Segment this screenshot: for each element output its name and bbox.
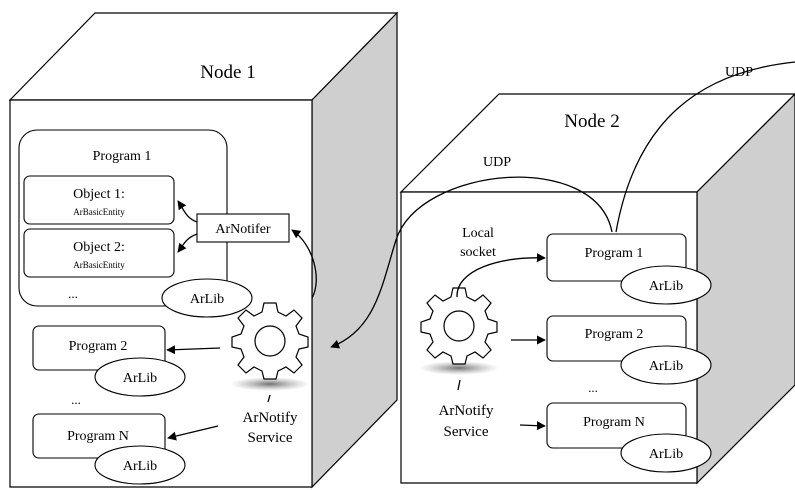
node2-service-line1: ArNotify xyxy=(439,403,494,419)
node2-programN-arlib-label: ArLib xyxy=(649,447,683,462)
node1-title: Node 1 xyxy=(200,62,255,83)
node1-notifer-to-object1-arrow xyxy=(177,200,198,223)
node1-object2-box xyxy=(23,228,175,278)
node1-notifer-to-object2-arrow xyxy=(177,233,198,253)
node1-object1-name: Object 1: xyxy=(73,187,125,202)
node2-gear-to-service-tick xyxy=(457,379,461,391)
node1-programs-dots: ... xyxy=(71,392,81,407)
node1-object1-box xyxy=(23,175,175,225)
node2-program2-arlib xyxy=(620,345,712,385)
node1-program2-title: Program 2 xyxy=(69,339,128,354)
node1-service-line1: ArNotify xyxy=(243,410,298,426)
node2-local-socket-line1: Local xyxy=(462,226,494,241)
node1-program1-ellipsis: ... xyxy=(68,286,78,301)
node1-program1-title: Program 1 xyxy=(93,149,152,164)
node1-program1-arlib-label: ArLib xyxy=(190,292,224,307)
node1-gear-to-programN-arrow xyxy=(167,425,219,441)
node2-gear-to-programN-arrow xyxy=(519,421,546,431)
node1-gear-shadow xyxy=(230,377,310,391)
node2-program1-arlib xyxy=(620,265,712,305)
node2-title: Node 2 xyxy=(564,111,619,132)
node1-program1-arlib xyxy=(161,278,253,318)
node2-program2-title: Program 2 xyxy=(585,327,644,342)
node1-object2-name: Object 2: xyxy=(73,240,125,255)
node1-arnotifer-box xyxy=(196,213,290,243)
node1-program2-arlib-label: ArLib xyxy=(123,371,157,386)
node2-arnotify-gear-icon xyxy=(420,287,498,365)
node1-programN-arlib-label: ArLib xyxy=(123,459,157,474)
node1-gear-to-service-tick xyxy=(267,394,271,403)
node1-gear-to-program2-arrow xyxy=(166,345,221,355)
udp-link-node2-to-external xyxy=(615,61,795,233)
udp-link-node2-to-node1 xyxy=(330,176,613,349)
node1-program2-arlib xyxy=(94,357,186,397)
node1-object2-type: ArBasicEntity xyxy=(73,260,125,270)
node2-gear-shadow xyxy=(419,361,499,375)
udp-label-top: UDP xyxy=(725,65,753,80)
node2-program1-title: Program 1 xyxy=(585,246,644,261)
node2-program1-arlib-label: ArLib xyxy=(649,279,683,294)
node1-arnotifer-label: ArNotifer xyxy=(215,222,271,237)
node1-object1-type: ArBasicEntity xyxy=(73,207,125,217)
node2-programN-arlib xyxy=(620,433,712,473)
node2-programN-title: Program N xyxy=(583,415,645,430)
node2-programs-dots: ... xyxy=(588,380,598,395)
node1-programN-title: Program N xyxy=(67,429,129,444)
node1-arnotify-gear-icon xyxy=(231,302,309,380)
node1-gear-to-notifer-arrow xyxy=(291,229,317,299)
node2-gear-to-program1-arrow xyxy=(456,253,546,298)
node2-service-line2: Service xyxy=(444,424,489,440)
node2-program2-arlib-label: ArLib xyxy=(649,359,683,374)
node1-programN-arlib xyxy=(94,445,186,485)
node2-local-socket-line2: socket xyxy=(460,245,496,260)
udp-label-mid: UDP xyxy=(483,155,511,170)
node1-service-line2: Service xyxy=(248,430,293,446)
